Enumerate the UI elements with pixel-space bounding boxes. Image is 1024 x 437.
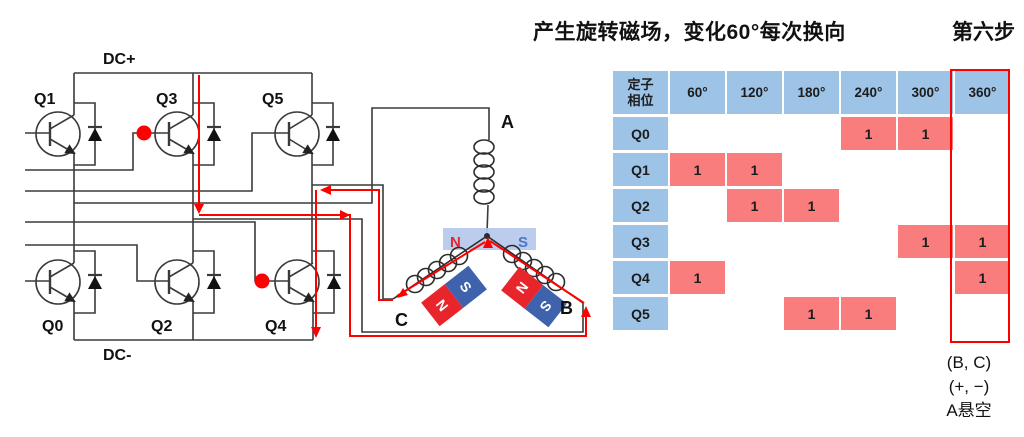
current-path <box>198 75 587 337</box>
commutation-table: 定子 相位 60° 120° 180° 240° 300° 360° Q0 1 … <box>613 71 1010 330</box>
table-cell: 1 <box>727 153 782 186</box>
table-cell <box>784 261 839 294</box>
phase-c-wire <box>312 184 393 300</box>
annotation-phases: (B, C) <box>946 353 992 372</box>
table-cell: 1 <box>841 297 896 330</box>
current-arrows <box>194 185 591 338</box>
rotor-magnet-right: N S <box>501 266 567 328</box>
table-cell <box>898 297 953 330</box>
rotor-magnet-left: N S <box>421 265 487 327</box>
step-annotation: (B, C) (+, −) A悬空 <box>916 351 1022 423</box>
transistor-q4-label: Q4 <box>265 318 286 335</box>
circuit-labels: DC+ DC- Q1 Q3 Q5 Q0 Q2 Q4 A B C N S <box>34 51 573 364</box>
table-cell <box>841 261 896 294</box>
active-dot-q4 <box>254 273 270 289</box>
table-cell: 1 <box>955 225 1010 258</box>
table-cell: 1 <box>784 297 839 330</box>
stator-s-label: S <box>518 234 528 251</box>
row-label-q1: Q1 <box>613 153 668 186</box>
table-cell <box>955 189 1010 222</box>
table-header-angle: 120° <box>727 71 782 114</box>
stator-n-label: N <box>450 234 461 251</box>
table-cell <box>841 153 896 186</box>
table-header-angle: 240° <box>841 71 896 114</box>
table-cell <box>955 297 1010 330</box>
phase-a-label: A <box>501 112 514 132</box>
table-cell: 1 <box>955 261 1010 294</box>
table-cell <box>727 117 782 150</box>
table-cell <box>898 189 953 222</box>
table-cell <box>670 189 725 222</box>
table-cell <box>898 153 953 186</box>
table-header-angle: 360° <box>955 71 1010 114</box>
table-cell: 1 <box>898 225 953 258</box>
step-label: 第六步 <box>952 21 1015 44</box>
slide-title: 产生旋转磁场，变化60°每次换向 <box>533 21 846 44</box>
table-cell <box>727 225 782 258</box>
neutral-point <box>483 233 490 240</box>
transistor-q2-label: Q2 <box>151 318 172 335</box>
table-cell <box>670 225 725 258</box>
phase-c-label: C <box>395 310 408 330</box>
phase-a-wire <box>74 107 490 204</box>
table-cell: 1 <box>727 189 782 222</box>
table-cell <box>955 153 1010 186</box>
table-cell <box>841 189 896 222</box>
wiring <box>25 72 584 341</box>
phase-b-label: B <box>560 298 573 318</box>
table-header-angle: 180° <box>784 71 839 114</box>
annotation-floating: A悬空 <box>946 401 992 421</box>
active-dot-q3 <box>136 125 152 141</box>
phase-b-wire <box>193 218 584 333</box>
row-label-q3: Q3 <box>613 225 668 258</box>
dc-minus-label: DC- <box>103 347 131 364</box>
table-cell: 1 <box>784 189 839 222</box>
table-cell <box>955 117 1010 150</box>
annotation-polarity: (+, −) <box>948 377 990 397</box>
row-label-q2: Q2 <box>613 189 668 222</box>
inverter-motor-diagram: N S N S DC+ DC- Q1 Q3 Q5 Q0 Q2 Q4 A B C … <box>25 51 591 364</box>
table-cell <box>727 297 782 330</box>
table-cell <box>670 297 725 330</box>
table-cell: 1 <box>670 153 725 186</box>
table-cell <box>841 225 896 258</box>
row-label-q4: Q4 <box>613 261 668 294</box>
dc-plus-label: DC+ <box>103 51 135 68</box>
table-cell <box>898 261 953 294</box>
table-cell <box>784 117 839 150</box>
table-header-angle: 60° <box>670 71 725 114</box>
transistor-q5-label: Q5 <box>262 91 283 108</box>
table-cell <box>784 225 839 258</box>
table-cell: 1 <box>898 117 953 150</box>
transistors <box>35 102 341 314</box>
row-label-q0: Q0 <box>613 117 668 150</box>
row-label-q5: Q5 <box>613 297 668 330</box>
stator-field-bar <box>443 228 536 250</box>
table-header-stator-phase: 定子 相位 <box>613 71 668 114</box>
table-cell: 1 <box>670 261 725 294</box>
transistor-q3-label: Q3 <box>156 91 177 108</box>
table-cell <box>727 261 782 294</box>
table-cell: 1 <box>841 117 896 150</box>
table-cell <box>670 117 725 150</box>
transistor-q0-label: Q0 <box>42 318 63 335</box>
table-header-angle: 300° <box>898 71 953 114</box>
transistor-q1-label: Q1 <box>34 91 55 108</box>
table-cell <box>784 153 839 186</box>
